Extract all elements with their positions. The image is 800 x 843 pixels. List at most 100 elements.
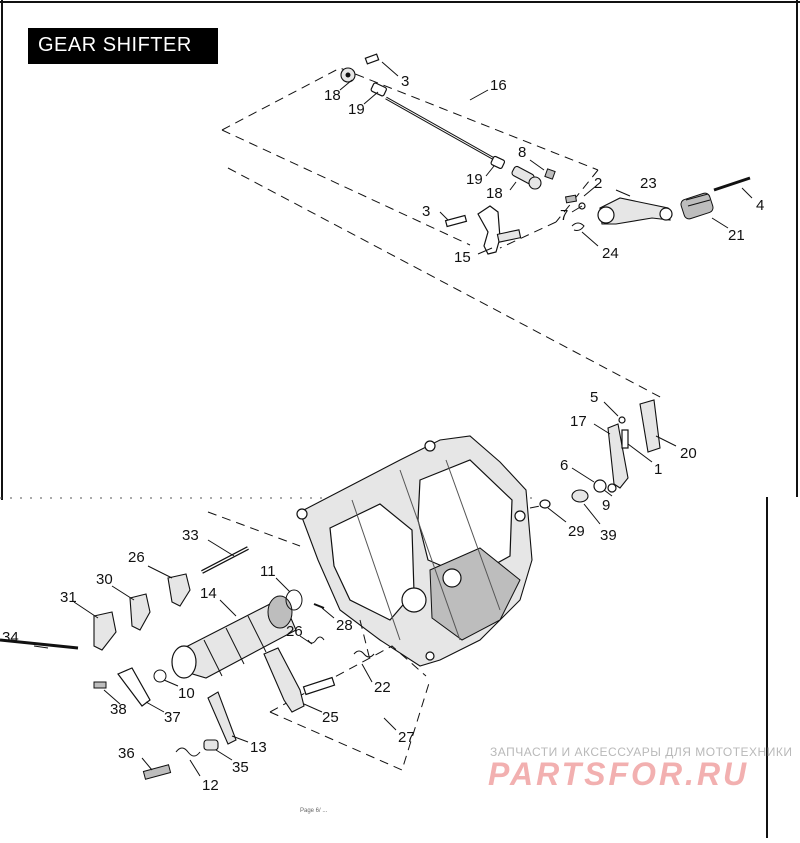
callout-29: 29 xyxy=(568,523,585,540)
leader-2 xyxy=(583,185,597,197)
shift-fork-30 xyxy=(129,593,151,631)
leader-27 xyxy=(383,717,397,731)
leader-8 xyxy=(529,159,545,171)
leader-35 xyxy=(215,749,233,761)
leader-9 xyxy=(603,489,613,497)
dash-drum-to-case xyxy=(207,511,301,547)
leader-10 xyxy=(163,679,179,687)
leader-33 xyxy=(207,539,235,557)
callout-15: 15 xyxy=(454,249,471,266)
bolt-2 xyxy=(564,194,578,204)
callout-37: 37 xyxy=(164,709,181,726)
shift-lever-arm xyxy=(599,197,671,225)
callout-2: 2 xyxy=(594,175,602,192)
leader-23 xyxy=(615,189,631,197)
nut-8 xyxy=(544,168,556,180)
shift-lever-tip xyxy=(659,207,673,221)
leader-26a xyxy=(147,565,173,579)
dash-case-to-shifter xyxy=(359,619,371,661)
leader-20 xyxy=(655,435,677,447)
leader-17 xyxy=(593,423,611,435)
bolt-36 xyxy=(142,764,172,780)
spacer-35 xyxy=(203,739,219,751)
o-ring-29 xyxy=(539,499,551,509)
group-box-16-top xyxy=(221,67,599,171)
peg-rib-1 xyxy=(685,193,709,201)
callout-24: 24 xyxy=(602,245,619,262)
washer-9 xyxy=(607,483,617,493)
callout-38: 38 xyxy=(110,701,127,718)
shift-drum xyxy=(171,595,297,679)
callout-28: 28 xyxy=(336,617,353,634)
leader-14 xyxy=(219,599,237,617)
leader-3a xyxy=(381,61,399,77)
leader-15 xyxy=(477,247,493,255)
callout-13: 13 xyxy=(250,739,267,756)
shift-lever-hub xyxy=(597,206,615,224)
callout-18b: 18 xyxy=(486,185,503,202)
screw-38 xyxy=(93,681,107,689)
detent-lever-13 xyxy=(207,691,237,745)
page-title: GEAR SHIFTER xyxy=(38,34,192,56)
shifter-shaft-25 xyxy=(302,676,336,696)
leader-28 xyxy=(321,607,335,619)
callout-9: 9 xyxy=(602,497,610,514)
dash-link-upper xyxy=(227,167,663,399)
pawl-spring-26 xyxy=(307,636,325,644)
callout-17: 17 xyxy=(570,413,587,430)
callout-20: 20 xyxy=(680,445,697,462)
retaining-ring-11 xyxy=(285,589,303,611)
dowel-28 xyxy=(313,603,325,609)
leader-19a xyxy=(363,91,379,105)
leader-18b xyxy=(509,181,517,191)
callout-19b: 19 xyxy=(466,171,483,188)
leader-26b xyxy=(299,635,313,645)
callout-10: 10 xyxy=(178,685,195,702)
bolt-3-lower xyxy=(444,214,468,228)
leader-21 xyxy=(711,217,729,229)
callout-26a: 26 xyxy=(128,549,145,566)
shifter-pawl-25 xyxy=(263,647,305,713)
leader-19b xyxy=(485,165,495,177)
jam-nut-19-lower xyxy=(490,155,506,170)
callout-16: 16 xyxy=(490,77,507,94)
watermark-tagline: ЗАПЧАСТИ И АКСЕССУАРЫ ДЛЯ МОТОТЕХНИКИ xyxy=(490,745,793,759)
clip-24 xyxy=(571,222,585,231)
group-box-27-bottom xyxy=(269,679,431,771)
leader-7 xyxy=(571,205,583,213)
detent-spring-12 xyxy=(175,747,201,757)
leader-30 xyxy=(111,585,135,601)
washer-5 xyxy=(618,416,626,424)
callout-33: 33 xyxy=(182,527,199,544)
jam-nut-19-upper xyxy=(370,82,387,97)
bushing-39 xyxy=(571,489,589,503)
transmission-case xyxy=(296,435,533,667)
o-ring-10 xyxy=(153,669,167,683)
fork-rod-34 xyxy=(0,638,79,650)
leader-4 xyxy=(741,187,753,199)
dash-case-to-shaft xyxy=(529,505,541,509)
callout-4: 4 xyxy=(756,197,764,214)
leader-36 xyxy=(141,757,153,771)
shift-fork-31 xyxy=(93,611,117,651)
group-box-16-join xyxy=(499,221,557,249)
leader-29 xyxy=(547,507,567,523)
callout-3a: 3 xyxy=(401,73,409,90)
leader-24 xyxy=(581,231,599,247)
callout-1: 1 xyxy=(654,461,662,478)
callout-7: 7 xyxy=(560,207,568,224)
shifter-bracket-20 xyxy=(639,399,661,453)
shifter-lever-17 xyxy=(607,423,629,489)
callout-34: 34 xyxy=(2,629,19,646)
bolt-3-upper xyxy=(364,53,380,65)
leader-11 xyxy=(275,577,291,593)
leader-37 xyxy=(145,701,165,713)
leader-6 xyxy=(571,467,595,483)
title-box: GEAR SHIFTER xyxy=(28,28,218,64)
pin-1 xyxy=(621,429,629,449)
lever-15-stud xyxy=(496,229,522,243)
leader-22 xyxy=(361,663,373,683)
shift-rod-highlight xyxy=(385,97,497,161)
leader-18a xyxy=(339,79,353,91)
